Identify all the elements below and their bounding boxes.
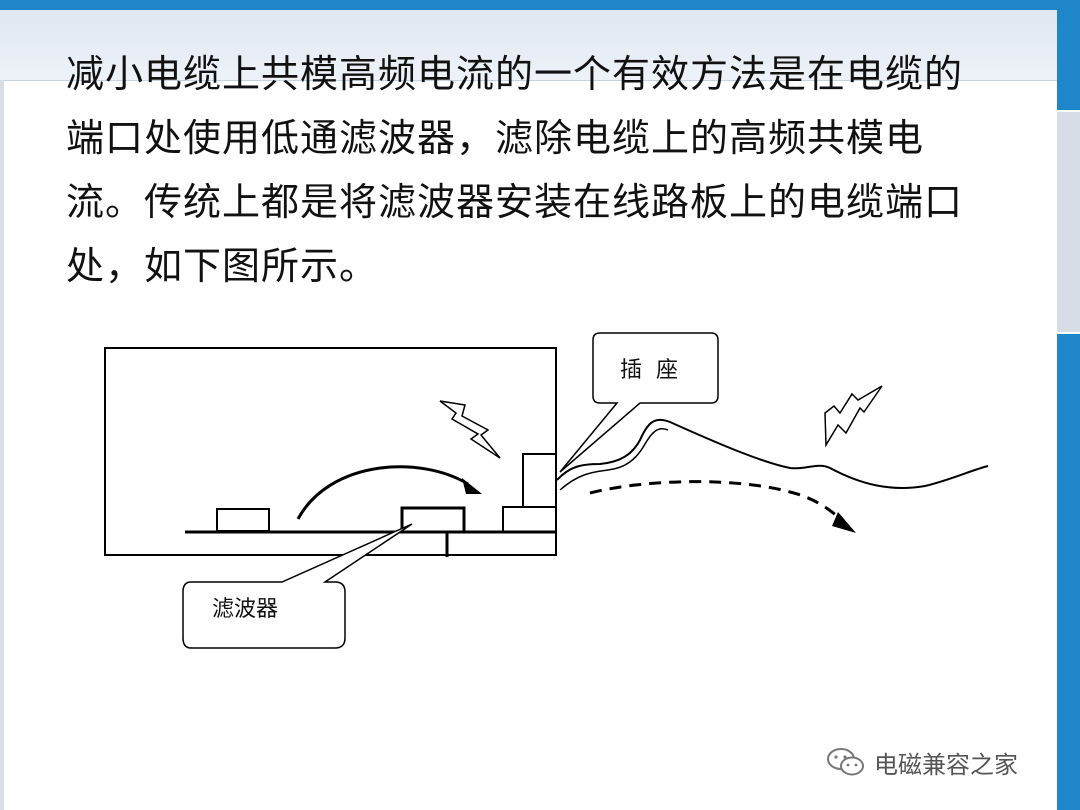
lightning-bolt-icon [439, 400, 501, 459]
right-strip-middle [1057, 112, 1080, 332]
slide-paragraph: 减小电缆上共模高频电流的一个有效方法是在电缆的端口处使用低通滤波器，滤除电缆上的… [66, 52, 964, 288]
filter-component [400, 506, 466, 534]
socket-callout [559, 332, 719, 473]
top-accent-band [0, 0, 1080, 12]
common-mode-arrow-head [832, 512, 856, 533]
filter-callout [182, 523, 413, 649]
socket-lower [502, 506, 556, 532]
watermark: 电磁兼容之家 [826, 742, 1018, 782]
left-edge-strip [0, 80, 4, 810]
right-accent-strip [1057, 0, 1080, 810]
current-arrow-head [462, 478, 482, 494]
socket-label: 插 座 [620, 358, 678, 383]
current-arrow-path [296, 465, 469, 520]
component-block [216, 508, 270, 532]
filter-diagram: 插 座 滤波器 [104, 332, 989, 649]
right-strip-bottom [1057, 334, 1080, 810]
socket-upper [522, 453, 557, 508]
cable-line-inner [559, 428, 669, 491]
filter-label: 滤波器 [212, 597, 278, 622]
right-strip-top [1057, 0, 1080, 110]
wechat-icon [827, 748, 864, 776]
cable-line [556, 418, 989, 489]
lightning-bolt-icon [824, 385, 883, 448]
common-mode-current-arrow [589, 480, 843, 522]
watermark-text: 电磁兼容之家 [874, 750, 1018, 779]
board-enclosure [104, 347, 557, 556]
title-panel [0, 10, 1057, 81]
